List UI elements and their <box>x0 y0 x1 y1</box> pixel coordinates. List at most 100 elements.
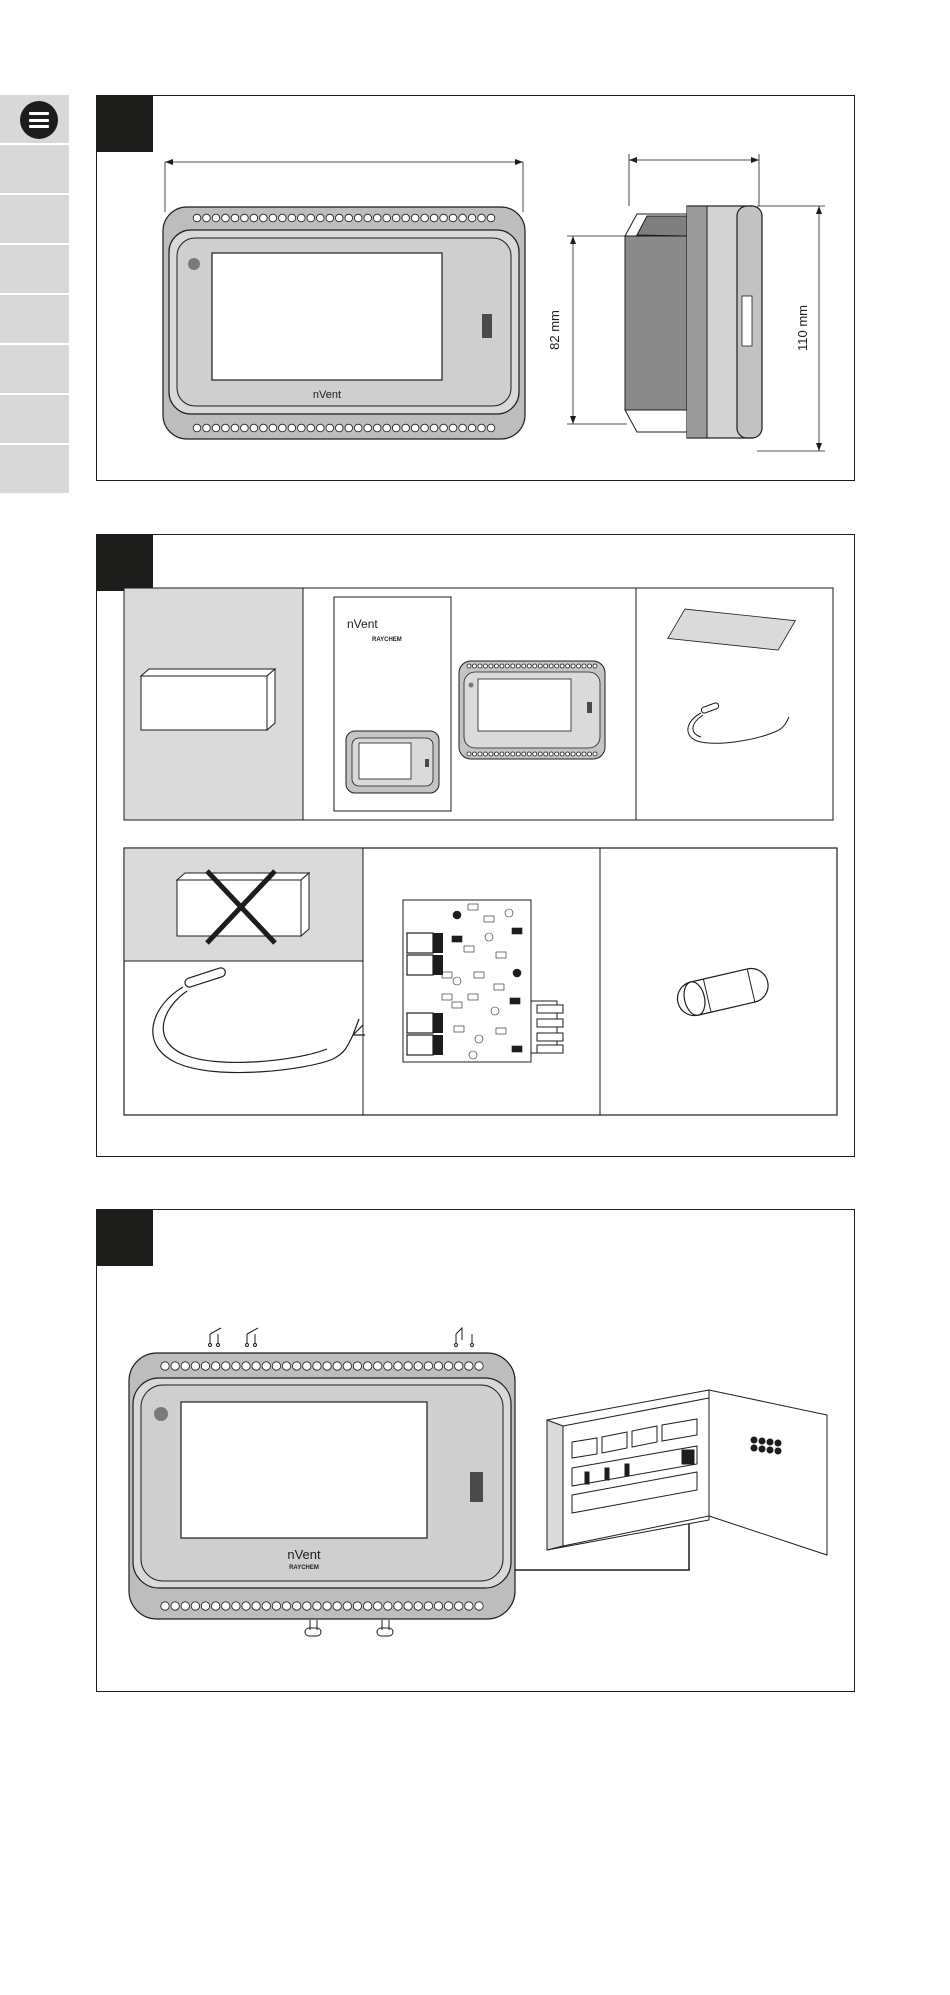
panel-dimensions: nVent 82 mm <box>96 95 855 481</box>
terminal-hole <box>500 664 504 668</box>
terminal-hole <box>269 424 277 432</box>
terminal-hole <box>455 1602 463 1610</box>
terminal-hole <box>505 664 509 668</box>
terminal-hole <box>260 214 268 222</box>
terminal-hole <box>269 214 277 222</box>
terminal-hole <box>555 752 559 756</box>
pcb-component <box>484 916 494 922</box>
sidebar-tab[interactable] <box>0 145 69 193</box>
terminal-hole <box>212 424 220 432</box>
pcb-component <box>452 936 462 942</box>
terminal-hole <box>533 752 537 756</box>
terminal-hole <box>303 1602 311 1610</box>
terminal-hole <box>468 424 476 432</box>
terminal-hole <box>363 1362 371 1370</box>
terminal-hole <box>191 1362 199 1370</box>
terminal-hole <box>252 1362 260 1370</box>
sensor-symbols <box>305 1620 393 1636</box>
terminal-hole <box>414 1362 422 1370</box>
thermostat-icon <box>459 661 605 759</box>
terminal-hole <box>364 424 372 432</box>
terminal-hole <box>262 1602 270 1610</box>
terminal-hole <box>544 664 548 668</box>
menu-icon[interactable] <box>20 101 58 139</box>
height-inner-label: 82 mm <box>547 310 562 350</box>
terminal-hole <box>262 1362 270 1370</box>
terminal-hole <box>193 214 201 222</box>
terminal-hole <box>250 214 258 222</box>
terminal-hole <box>354 424 362 432</box>
terminal-hole <box>424 1602 432 1610</box>
manual-booklet: nVent RAYCHEM <box>334 597 451 811</box>
terminal-hole <box>588 664 592 668</box>
terminal-hole <box>242 1602 250 1610</box>
pcb-component <box>512 1046 522 1052</box>
sidebar-tab[interactable] <box>0 245 69 293</box>
terminal-hole <box>323 1602 331 1610</box>
sidebar-tab[interactable] <box>0 395 69 443</box>
terminal-hole <box>161 1602 169 1610</box>
pcb-component <box>468 994 478 1000</box>
terminal-hole <box>279 424 287 432</box>
terminal-hole <box>404 1602 412 1610</box>
terminal-hole <box>364 214 372 222</box>
pcb-component <box>485 933 493 941</box>
sidebar-tab[interactable] <box>0 445 69 493</box>
terminal-hole <box>232 1362 240 1370</box>
terminal-hole <box>345 214 353 222</box>
terminal-hole <box>475 1362 483 1370</box>
terminal-hole <box>421 424 429 432</box>
terminal-hole <box>566 752 570 756</box>
terminal-hole <box>222 424 230 432</box>
terminal-hole <box>250 424 258 432</box>
brand-name: nVent <box>347 617 378 631</box>
terminal-hole <box>440 424 448 432</box>
sidebar-tab-menu[interactable] <box>0 95 69 143</box>
terminal-hole <box>449 214 457 222</box>
terminal-hole <box>538 664 542 668</box>
terminal-hole <box>303 1362 311 1370</box>
brand-sub: RAYCHEM <box>372 637 402 643</box>
terminal-hole <box>392 214 400 222</box>
terminal-hole <box>483 664 487 668</box>
electrical-cabinet <box>547 1390 827 1555</box>
terminal-hole <box>313 1362 321 1370</box>
brand-name: nVent <box>287 1547 321 1562</box>
sidebar-tab[interactable] <box>0 195 69 243</box>
sidebar-tab[interactable] <box>0 295 69 343</box>
terminal-hole <box>511 664 515 668</box>
pcb-component <box>452 1002 462 1008</box>
terminal-hole <box>555 664 559 668</box>
switch-symbols <box>209 1328 474 1347</box>
sidebar <box>0 95 69 495</box>
terminal-hole <box>472 752 476 756</box>
pcb-component <box>453 911 461 919</box>
terminal-hole <box>478 752 482 756</box>
terminal-hole <box>449 424 457 432</box>
pcb-component <box>513 969 521 977</box>
terminal-hole <box>577 752 581 756</box>
terminal-hole <box>533 664 537 668</box>
terminal-hole <box>593 752 597 756</box>
terminal-hole <box>430 214 438 222</box>
terminal-hole <box>478 424 486 432</box>
terminal-hole <box>353 1362 361 1370</box>
pcb-component <box>475 1035 483 1043</box>
sidebar-tab[interactable] <box>0 345 69 393</box>
terminal-hole <box>384 1362 392 1370</box>
terminal-hole <box>279 214 287 222</box>
terminal-hole <box>282 1602 290 1610</box>
terminal-hole <box>292 1362 300 1370</box>
terminal-hole <box>421 214 429 222</box>
terminal-hole <box>374 1362 382 1370</box>
terminal-hole <box>468 214 476 222</box>
terminal-hole <box>288 214 296 222</box>
terminal-hole <box>313 1602 321 1610</box>
terminal-hole <box>181 1602 189 1610</box>
terminal-hole <box>326 214 334 222</box>
height-outer-label: 110 mm <box>795 305 810 351</box>
terminal-hole <box>516 664 520 668</box>
terminal-hole <box>494 664 498 668</box>
terminal-hole <box>353 1602 361 1610</box>
terminal-hole <box>345 424 353 432</box>
